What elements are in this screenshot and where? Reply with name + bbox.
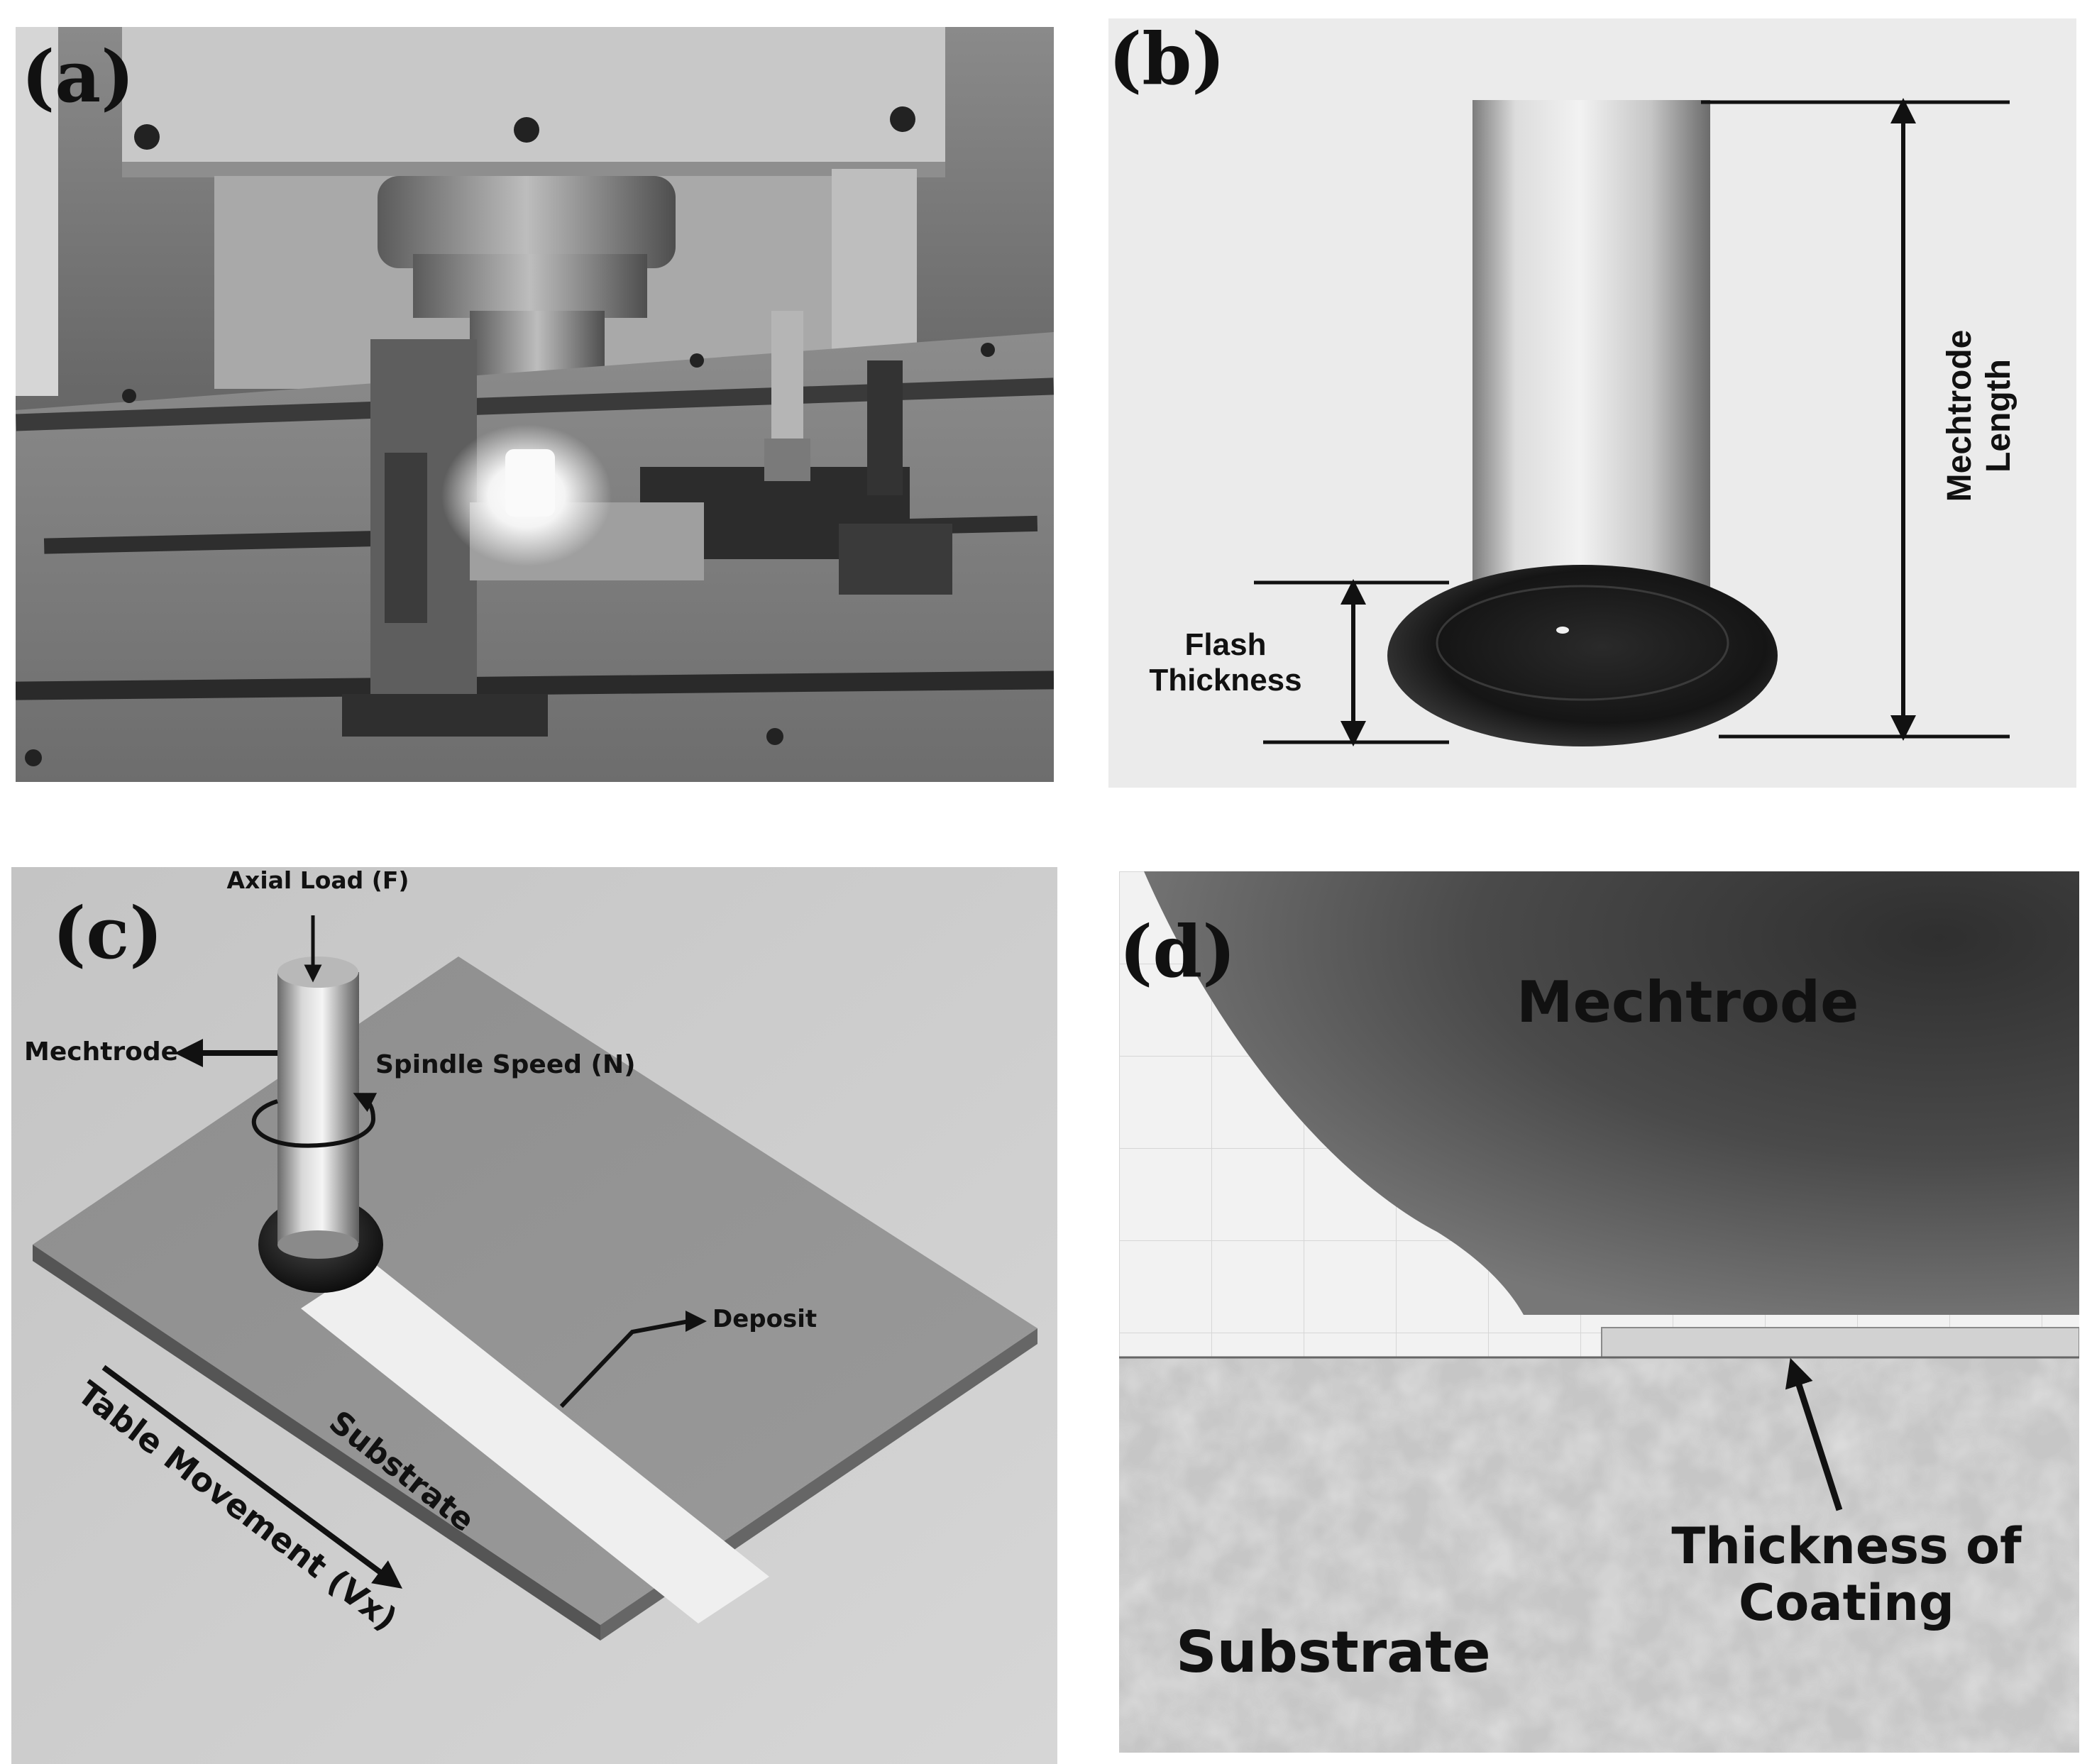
panel-a-label-layer: (a) [21, 35, 134, 118]
mechtrode-rod [258, 957, 383, 1293]
mechtrode-sphere [1144, 871, 2079, 1315]
deposit-label: Deposit [712, 1305, 817, 1333]
panel-b-diagram: Mechtrode Length Flash Thickness (b) [1108, 18, 2076, 788]
panel-c: Axial Load (F) Mechtrode Spindle Speed (… [11, 867, 1057, 1764]
thickness-label-2: Coating [1739, 1574, 1954, 1632]
coating-layer [1601, 1327, 2079, 1358]
panel-d: Mechtrode Thickness of Coating Substrate… [1119, 871, 2079, 1753]
mechtrode-cylinder [1472, 100, 1710, 597]
mechtrode-length-label-1: Mechtrode [1941, 330, 1978, 502]
axial-load-label: Axial Load (F) [227, 867, 409, 894]
deposit-pointer-arrow [559, 1311, 707, 1409]
substrate-block [1119, 1356, 2079, 1753]
mechtrode-label: Mechtrode [24, 1037, 178, 1066]
spindle-speed-label: Spindle Speed (N) [375, 1050, 636, 1079]
mechtrode-length-label-2: Length [1980, 359, 2017, 473]
panel-b-label: (b) [1108, 18, 1226, 101]
flash-bulb [1387, 565, 1778, 746]
thickness-label-1: Thickness of [1671, 1517, 2022, 1575]
panel-d-diagram: Mechtrode Thickness of Coating Substrate… [1119, 871, 2079, 1753]
coating-thickness-arrow [1785, 1357, 1843, 1511]
table-movement-arrow [101, 1365, 403, 1589]
panel-c-diagram: Axial Load (F) Mechtrode Spindle Speed (… [11, 867, 1057, 1764]
panel-a-label: (a) [21, 35, 134, 118]
panel-a-photo [16, 27, 1054, 782]
panel-d-label: (d) [1119, 910, 1236, 993]
deposit-strip [301, 1262, 769, 1624]
panel-a: (a) [16, 27, 1054, 782]
panel-b: Mechtrode Length Flash Thickness (b) [1108, 18, 2076, 788]
flash-thickness-label-1: Flash [1185, 627, 1267, 662]
flash-thickness-label-2: Thickness [1149, 663, 1301, 698]
substrate-label-d: Substrate [1176, 1619, 1491, 1685]
panel-c-label: (c) [53, 891, 163, 975]
spindle-rotation-arrow [251, 1093, 378, 1148]
mechtrode-label-d: Mechtrode [1516, 969, 1859, 1035]
